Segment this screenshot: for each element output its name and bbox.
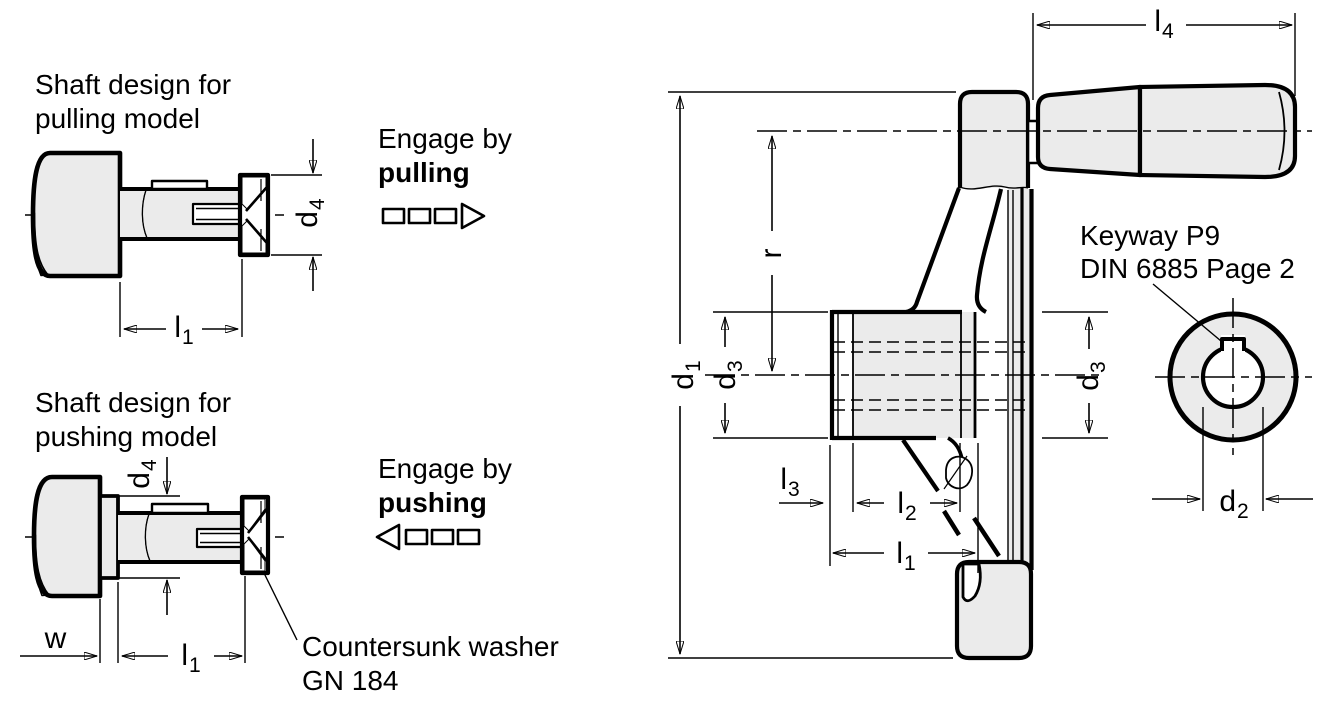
keyway-note-line2: DIN 6885 Page 2: [1080, 253, 1295, 284]
dim-label-d3-left: d3: [709, 360, 747, 390]
engage-pulling-line1: Engage by: [378, 123, 512, 154]
countersunk-note-line1: Countersunk washer: [302, 631, 559, 662]
feather-key-pulling: [150, 179, 209, 191]
rim-bottom-section: [954, 559, 1034, 661]
pulling-title-line1: Shaft design for: [35, 69, 232, 100]
dim-label-l1-pulling: l1: [174, 311, 194, 349]
dashed-arrow-left-icon: [375, 523, 481, 551]
handle-boss: [957, 89, 1031, 188]
dim-label-l2: l2: [897, 487, 917, 525]
pulling-shaft-drawing: [25, 139, 322, 337]
keyway-leader-line: [1152, 283, 1222, 342]
pushing-title-line1: Shaft design for: [35, 387, 232, 418]
dim-label-d4-pushing: d4: [123, 459, 161, 489]
dim-label-d2: d2: [1219, 485, 1249, 523]
engage-pushing-line2: pushing: [378, 487, 487, 518]
countersunk-washer-leader-line: [262, 570, 298, 641]
dashed-arrow-right-icon: [381, 202, 486, 230]
dim-label-w: w: [44, 622, 67, 655]
dim-label-d3-right: d3: [1072, 361, 1110, 391]
feather-key-pushing: [150, 502, 210, 515]
dim-label-l1-main: l1: [896, 537, 916, 575]
countersunk-washer-pushing: [239, 494, 271, 576]
tapped-hole-pushing: [195, 527, 248, 549]
dim-label-l1-pushing: l1: [181, 639, 201, 677]
dim-label-d1: d1: [667, 360, 705, 390]
pushing-shaft-drawing: [20, 457, 298, 663]
hub-bore-end-view: [1152, 283, 1313, 511]
engage-pulling-line2: pulling: [378, 157, 470, 188]
dim-label-l3: l3: [780, 463, 800, 501]
plain-washer-pushing: [98, 494, 120, 580]
crank-side-view: [668, 13, 1312, 661]
pushing-title-line2: pushing model: [35, 421, 218, 452]
keyway-note-line1: Keyway P9: [1080, 220, 1221, 251]
countersunk-washer-pulling: [237, 172, 271, 258]
spoke-section: [905, 187, 1004, 315]
countersunk-note-line2: GN 184: [302, 665, 399, 696]
engage-pushing-line1: Engage by: [378, 453, 512, 484]
dim-label-r: r: [755, 248, 788, 259]
hidden-bore-lines: [833, 341, 1030, 411]
dim-label-d4-pulling: d4: [291, 198, 329, 228]
lower-spoke-break: [901, 436, 1001, 558]
dim-label-l4: l4: [1154, 5, 1174, 43]
pulling-title-line2: pulling model: [35, 103, 200, 134]
